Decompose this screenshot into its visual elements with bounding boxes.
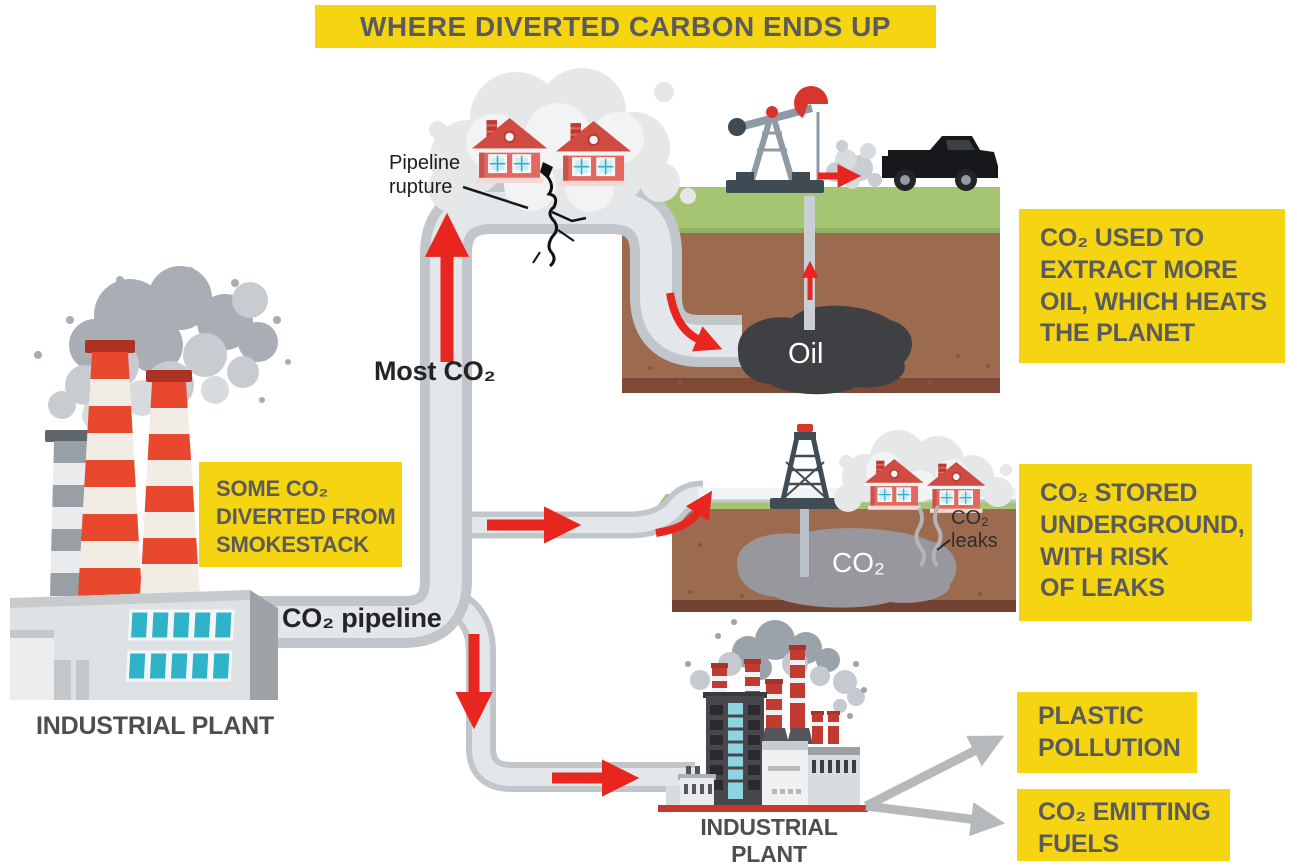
pickup-truck <box>882 136 998 191</box>
pipeline-main <box>248 182 742 648</box>
oil-well-pipe <box>804 196 815 330</box>
co2-blob-label: CO₂ <box>832 547 885 578</box>
window-row-2 <box>125 650 233 682</box>
rupture-pointer-line <box>462 185 529 210</box>
source-plant-label: INDUSTRIAL PLANT <box>36 712 274 740</box>
gray-smokestack <box>45 430 93 596</box>
middle-houses-gas-cloud <box>834 430 1013 512</box>
factory-building <box>10 590 278 700</box>
co2-blob <box>736 528 957 608</box>
oil-blob <box>737 305 913 395</box>
pumpjack <box>726 86 829 193</box>
storage-well-pipe <box>800 505 809 577</box>
destination-plant-label: INDUSTRIAL PLANT <box>700 814 838 867</box>
pipe-crack <box>532 162 587 268</box>
callout-stored-underground: CO₂ STORED UNDERGROUND, WITH RISK OF LEA… <box>1019 464 1252 621</box>
callout-co2-fuels: CO₂ EMITTING FUELS <box>1017 789 1230 861</box>
co2-pipeline-label: CO₂ pipeline <box>282 603 442 633</box>
leaks-pointer-line <box>936 539 951 551</box>
callout-diverted: SOME CO₂ DIVERTED FROM SMOKESTACK <box>199 462 402 567</box>
co2-leak-wisps <box>914 505 943 568</box>
window-row-1 <box>127 609 235 641</box>
callout-plastic-pollution: PLASTIC POLLUTION <box>1017 692 1197 773</box>
pipeline-branch-bottom <box>440 585 695 792</box>
plant-base <box>658 805 868 812</box>
truck-exhaust-cloud <box>826 140 882 189</box>
oil-blob-label: Oil <box>788 338 824 370</box>
fork-arrows <box>863 735 1006 837</box>
destination-plant-illustration <box>658 619 868 812</box>
pipeline-rupture-label: Pipeline rupture <box>389 152 461 198</box>
title-banner: WHERE DIVERTED CARBON ENDS UP <box>315 5 936 48</box>
callout-oil-extraction: CO₂ USED TO EXTRACT MORE OIL, WHICH HEAT… <box>1019 209 1285 363</box>
most-co2-label: Most CO₂ <box>374 356 496 386</box>
co2-leaks-label: CO₂ leaks <box>951 507 998 552</box>
drilling-derrick <box>770 424 842 509</box>
flow-arrows <box>424 164 862 797</box>
top-houses-gas-cloud <box>428 68 696 212</box>
